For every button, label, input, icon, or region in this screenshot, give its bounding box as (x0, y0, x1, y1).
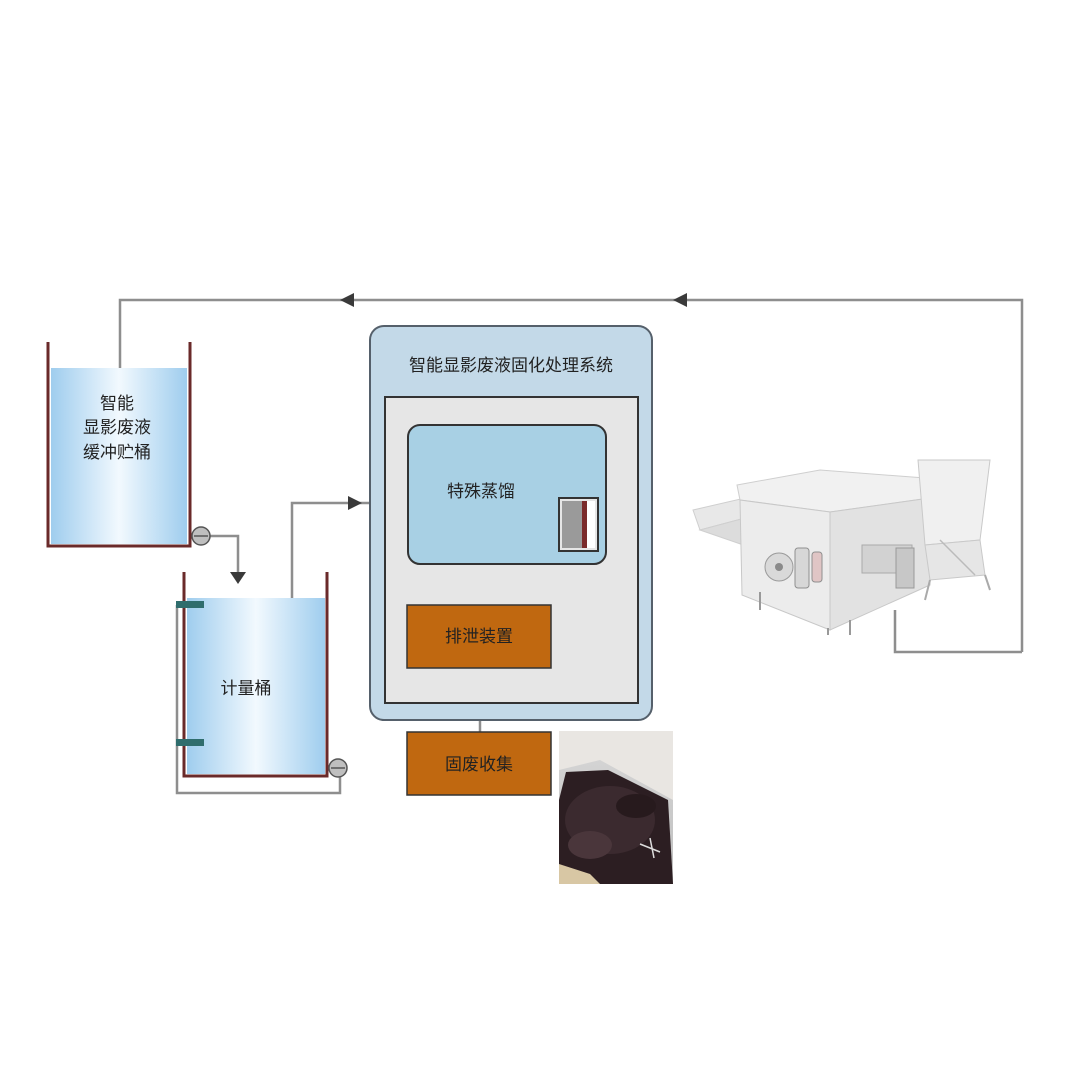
buffer-tank-label-line1: 智能 (100, 394, 134, 414)
triangle-arrow-icon (673, 293, 687, 307)
metering-tank-wall (182, 572, 329, 778)
buffer-tank-liquid (51, 368, 187, 544)
level-sensor-high (176, 601, 204, 608)
buffer-tank-wall (46, 342, 192, 548)
distillation-window-icon (558, 497, 599, 552)
plate-processor-machine-icon (692, 459, 991, 635)
buffer-tank-label-line2: 显影废液 (83, 418, 151, 438)
solid-waste-photo-icon (559, 731, 673, 884)
discharge-device[interactable] (406, 604, 552, 669)
treatment-system: 智能显影废液固化处理系统 特殊蒸馏 排泄装置 (369, 325, 653, 721)
meter-loop-pipe (175, 605, 342, 795)
distillation-unit[interactable] (407, 424, 607, 565)
buffer-to-meter-pipe (210, 534, 240, 580)
return-pipe (118, 298, 1024, 652)
system-title: 智能显影废液固化处理系统 (409, 356, 613, 376)
metering-tank: 计量桶 (176, 572, 348, 778)
level-sensor-low (176, 739, 204, 746)
triangle-arrow-icon (230, 572, 246, 584)
distillation-label: 特殊蒸馏 (447, 482, 515, 502)
valve-icon[interactable] (328, 758, 348, 778)
solid-waste-collection: 固废收集 (406, 731, 552, 796)
buffer-tank-label-line3: 缓冲贮桶 (83, 443, 151, 463)
solid-waste-box[interactable] (406, 731, 552, 796)
triangle-arrow-icon (340, 293, 354, 307)
metering-tank-liquid (187, 598, 325, 774)
machine-outlet-pipe (893, 610, 1022, 654)
triangle-arrow-icon (348, 496, 362, 510)
discharge-label: 排泄装置 (445, 627, 513, 647)
flow-arrows (230, 293, 687, 584)
solid-waste-label: 固废收集 (445, 755, 513, 775)
metering-tank-label: 计量桶 (221, 679, 272, 699)
buffer-tank: 智能 显影废液 缓冲贮桶 (46, 342, 211, 548)
valve-icon[interactable] (191, 526, 211, 546)
